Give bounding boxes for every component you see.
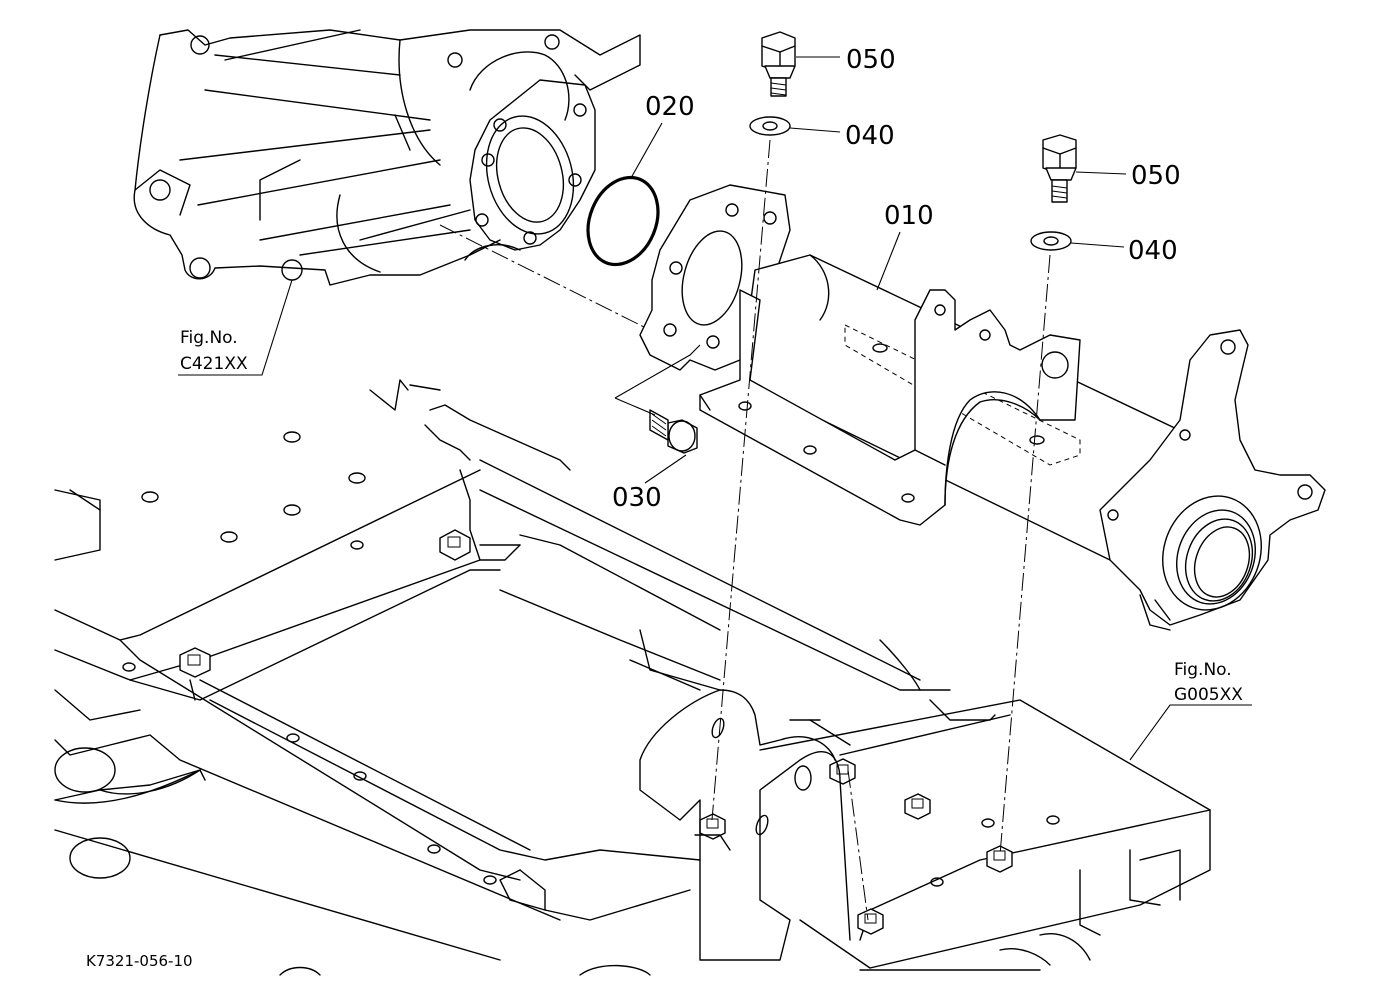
ref-left-code: C421XX	[180, 354, 248, 374]
bolt-axis-right	[999, 254, 1051, 856]
main-frame	[54, 379, 996, 961]
label-040-right: 040	[1128, 236, 1178, 266]
frame-bracket	[499, 689, 851, 961]
label-020: 020	[645, 92, 695, 122]
figure-code: K7321-056-10	[86, 952, 193, 970]
ref-left-prefix: Fig.No.	[180, 328, 238, 348]
label-040-top: 040	[845, 121, 895, 151]
label-010: 010	[884, 201, 934, 231]
bolt-050-right	[1042, 134, 1077, 203]
bolt-axis-mid	[847, 769, 869, 921]
label-030: 030	[612, 483, 662, 513]
o-ring-020	[586, 175, 660, 267]
washer-040-left	[749, 116, 791, 136]
label-050-right: 050	[1131, 161, 1181, 191]
bolt-030	[649, 409, 698, 454]
washer-040-right	[1030, 231, 1072, 251]
bottom-plate	[279, 699, 1211, 976]
ref-right-prefix: Fig.No.	[1174, 660, 1232, 680]
ref-right-code: G005XX	[1174, 685, 1243, 705]
axle-housing-010	[639, 184, 1326, 631]
bolt-axis-left	[711, 139, 771, 821]
transmission-case	[133, 29, 641, 286]
label-050-top: 050	[846, 45, 896, 75]
bolt-050-left	[761, 31, 796, 97]
